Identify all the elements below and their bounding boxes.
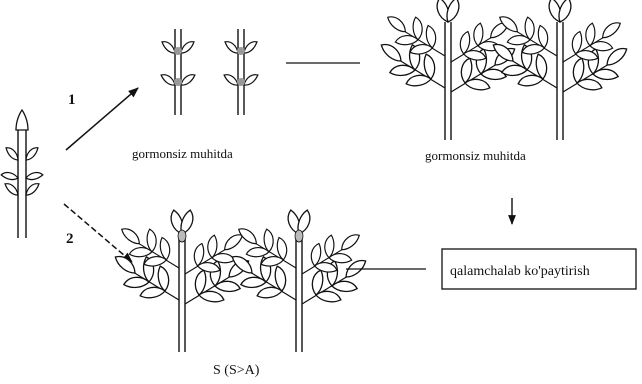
caption-top-left: gormonsiz muhitda xyxy=(132,146,233,161)
propagation-box-text: qalamchalab ko'paytirish xyxy=(450,264,590,279)
plant-top-right-2 xyxy=(490,0,630,140)
cutting-top-1 xyxy=(159,29,196,115)
cutting-top-2 xyxy=(222,29,259,115)
caption-top-right: gormonsiz muhitda xyxy=(425,148,526,163)
arrow-1-label: 1 xyxy=(68,92,76,108)
source-cutting xyxy=(1,110,43,238)
arrow-2-label: 2 xyxy=(66,231,74,247)
plant-top-right-1 xyxy=(378,0,518,140)
propagation-box: qalamchalab ko'paytirish xyxy=(442,249,636,289)
caption-bottom: S (S>A) xyxy=(213,363,260,378)
arrow-path-2 xyxy=(64,204,132,262)
arrow-path-1 xyxy=(66,88,138,150)
